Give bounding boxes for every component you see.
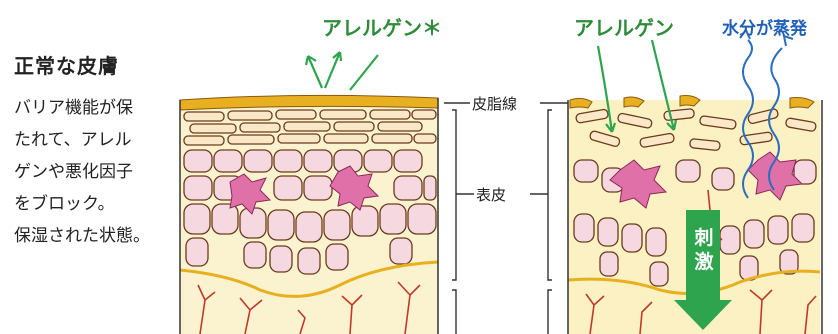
stimulus-label: 刺激 xyxy=(692,226,716,274)
normal-skin-description: バリア機能が保 たれて、アレル ゲンや悪化因子 をブロック。 保湿された状態。 xyxy=(14,92,172,252)
epidermis-label: 表皮 xyxy=(474,184,508,205)
label-brackets xyxy=(444,103,570,334)
normal-skin-title: 正常な皮膚 xyxy=(14,50,119,79)
normal-skin-panel xyxy=(180,52,438,334)
evaporation-label: 水分が蒸発 xyxy=(722,14,807,39)
description-line: たれて、アレル xyxy=(14,124,172,156)
allergen-blocked-arrows xyxy=(306,52,378,90)
stratum-corneum xyxy=(184,110,436,145)
description-line: バリア機能が保 xyxy=(14,92,172,124)
sebum-label: 皮脂線 xyxy=(470,93,519,114)
description-line: をブロック。 xyxy=(14,188,172,220)
damaged-skin-panel xyxy=(568,30,822,334)
description-line: 保湿された状態。 xyxy=(14,220,172,252)
allergen-label-damaged: アレルゲン xyxy=(574,12,674,41)
description-line: ゲンや悪化因子 xyxy=(14,156,172,188)
allergen-label-normal: アレルゲン＊ xyxy=(322,12,442,41)
